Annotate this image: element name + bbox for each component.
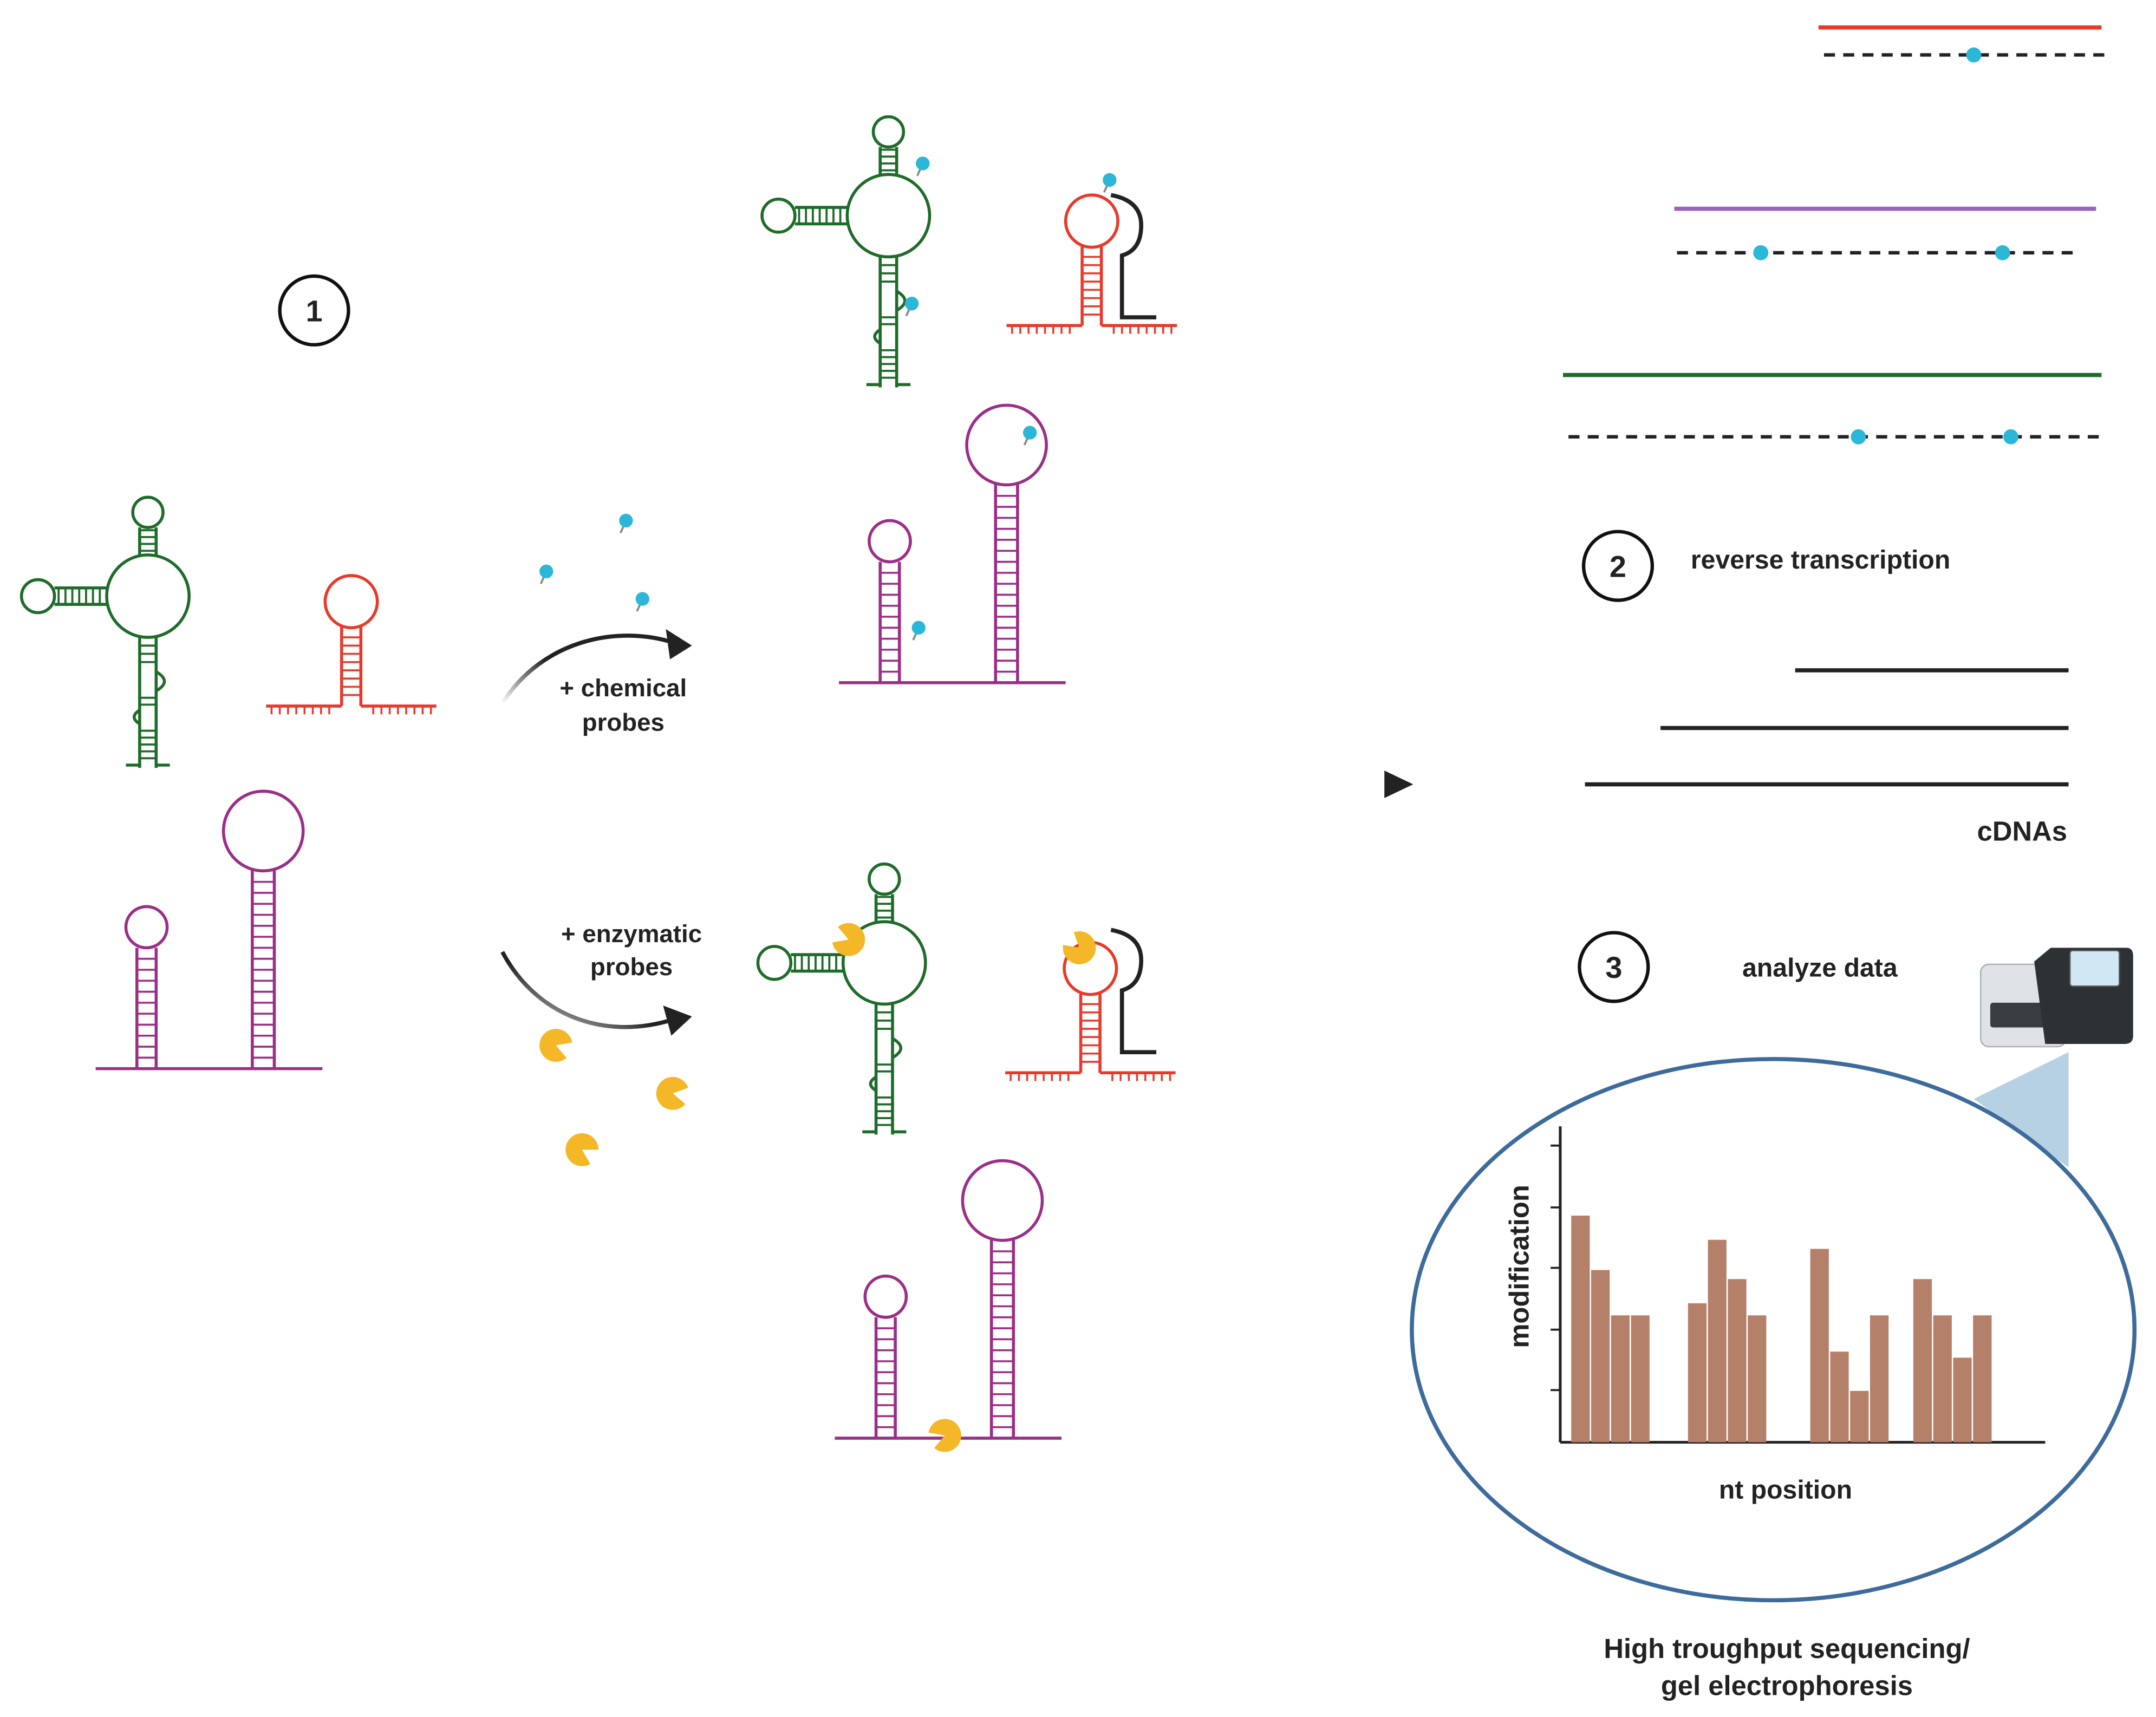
caption-line-2: gel electrophoresis — [1661, 1670, 1913, 1701]
chemical-probe-icon — [618, 512, 634, 534]
chart-bar — [1748, 1315, 1767, 1442]
chemical-probe-icon — [1102, 172, 1118, 194]
step2-number: 2 — [1610, 549, 1626, 583]
chart-bar — [1631, 1315, 1650, 1442]
cdnas-label: cDNAs — [1977, 816, 2067, 847]
step3-number: 3 — [1605, 950, 1622, 984]
caption-line-1: High troughput sequencing/ — [1604, 1633, 1970, 1664]
enzymatic-probe-arrow — [500, 951, 675, 1029]
enzyme-pacman-icon — [926, 1414, 966, 1456]
chart-bar — [1688, 1303, 1707, 1442]
purple-rna-initial — [96, 791, 323, 1068]
reverse-transcription-label: reverse transcription — [1691, 545, 1950, 574]
y-axis-label: modification — [1504, 1185, 1535, 1348]
green-rna-initial — [22, 497, 189, 768]
red-rna-enzymatic — [1005, 942, 1176, 1081]
main-arrow-head — [1384, 771, 1414, 798]
step3-badge: 3 — [1578, 931, 1650, 1003]
enzymatic-probes-label-1: + enzymatic — [561, 920, 702, 948]
chemical-probe-arrow — [500, 634, 675, 704]
enzymatic-probes-label-2: probes — [590, 953, 673, 981]
green-rna-enzymatic — [758, 864, 925, 1135]
step1-badge: 1 — [278, 274, 350, 347]
chart-bar — [1810, 1249, 1829, 1442]
cdna-lines — [1585, 668, 2069, 787]
chart-bar — [1830, 1352, 1849, 1442]
chemical-arrow-head — [666, 629, 692, 660]
red-rna-chemical — [1007, 195, 1177, 334]
chart-bar — [1870, 1315, 1889, 1442]
x-axis-label: nt position — [1719, 1476, 1852, 1505]
chart-bar — [1953, 1357, 1972, 1442]
chemical-probe-icon — [634, 591, 650, 612]
chart-bar — [1728, 1279, 1747, 1442]
chemical-probes-label-2: probes — [582, 709, 665, 736]
sequencer-machine-icon — [1973, 948, 2133, 1168]
green-rna-chemical — [762, 117, 929, 388]
analysis-lens — [1410, 1057, 2137, 1603]
step1-number: 1 — [306, 294, 323, 328]
analyze-data-label: analyze data — [1742, 954, 1898, 983]
chemical-probe-icon — [538, 563, 555, 585]
rt-templates — [1562, 25, 2105, 445]
enzymatic-arrow-head — [663, 1005, 692, 1036]
chart-bar — [1850, 1390, 1869, 1442]
chemical-probes-label-1: + chemical — [559, 674, 687, 702]
chart-bars — [1571, 1216, 1992, 1442]
enzyme-pacman-icon — [653, 1074, 690, 1112]
purple-rna-enzymatic — [835, 1161, 1061, 1438]
chart-bar — [1913, 1279, 1932, 1442]
enzyme-pacman-icon — [559, 1127, 603, 1171]
chart-bar — [1611, 1315, 1630, 1442]
chart-bar — [1708, 1239, 1727, 1442]
chart-bar — [1933, 1315, 1952, 1442]
chart-bar — [1571, 1216, 1590, 1442]
chemical-probe-icon — [903, 296, 920, 317]
step2-badge: 2 — [1581, 530, 1655, 602]
purple-rna-chemical — [839, 405, 1066, 682]
bound-hook — [1111, 930, 1156, 1052]
red-rna-initial — [266, 576, 437, 714]
chart-bar — [1973, 1315, 1992, 1442]
modification-chart: modification nt position — [1504, 1126, 2046, 1505]
chemical-probe-icon — [910, 619, 927, 642]
chart-bar — [1591, 1270, 1610, 1442]
enzyme-pacman-icon — [535, 1024, 575, 1066]
chemical-probe-icon — [915, 155, 931, 177]
chemical-probe-icon — [1022, 425, 1038, 446]
